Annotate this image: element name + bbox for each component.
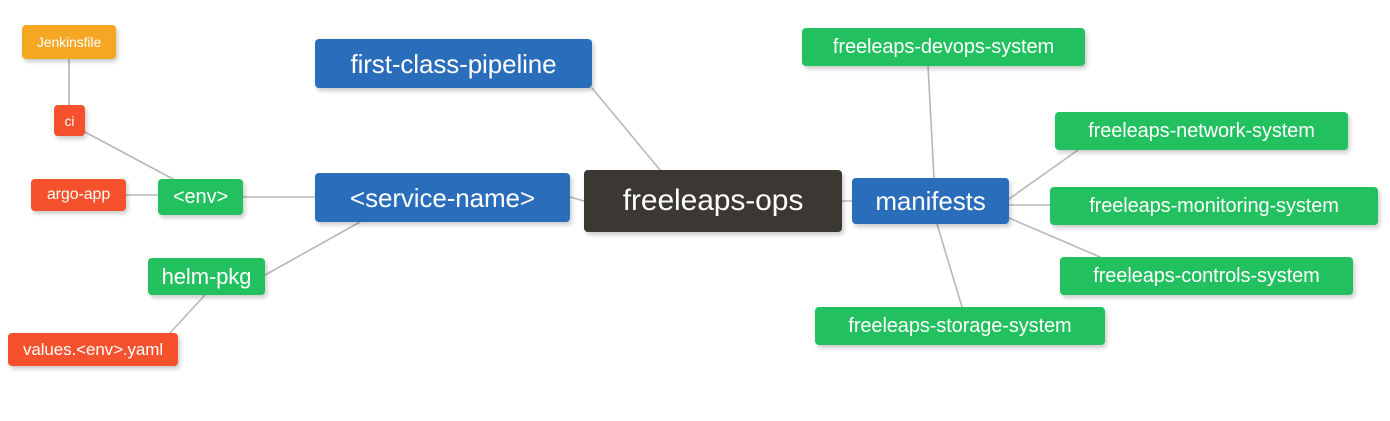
node-label-service-name: <service-name> (349, 182, 536, 213)
node-ci[interactable]: ci (54, 105, 85, 136)
node-label-freeleaps-monitoring-system: freeleaps-monitoring-system (1089, 195, 1339, 217)
node-freeleaps-network-system[interactable]: freeleaps-network-system (1055, 112, 1348, 150)
node-label-jenkinsfile: Jenkinsfile (36, 34, 102, 50)
node-helm-pkg[interactable]: helm-pkg (148, 258, 265, 295)
edge-env-to-ci (84, 131, 174, 180)
node-label-freeleaps-storage-system: freeleaps-storage-system (848, 315, 1072, 337)
edge-freeleaps-ops-to-first-class-pipeline (591, 87, 661, 171)
node-freeleaps-storage-system[interactable]: freeleaps-storage-system (815, 307, 1105, 345)
node-label-ci: ci (64, 112, 75, 129)
node-label-freeleaps-ops: freeleaps-ops (622, 184, 804, 217)
edge-freeleaps-ops-to-service-name (569, 196, 585, 202)
node-first-class-pipeline[interactable]: first-class-pipeline (315, 39, 592, 88)
node-label-first-class-pipeline: first-class-pipeline (350, 48, 557, 79)
node-label-env: <env> (172, 186, 229, 208)
node-manifests[interactable]: manifests (852, 178, 1009, 224)
node-values-env-yaml[interactable]: values.<env>.yaml (8, 333, 178, 366)
node-jenkinsfile[interactable]: Jenkinsfile (22, 25, 116, 59)
node-label-manifests: manifests (875, 186, 986, 216)
node-label-freeleaps-controls-system: freeleaps-controls-system (1093, 265, 1320, 287)
edge-helm-pkg-to-values-env-yaml (169, 294, 206, 334)
node-label-values-env-yaml: values.<env>.yaml (22, 340, 164, 359)
node-freeleaps-controls-system[interactable]: freeleaps-controls-system (1060, 257, 1353, 295)
node-freeleaps-ops[interactable]: freeleaps-ops (584, 170, 842, 232)
edge-manifests-to-freeleaps-devops-system (927, 65, 935, 179)
node-label-argo-app: argo-app (46, 186, 111, 203)
node-label-freeleaps-network-system: freeleaps-network-system (1088, 120, 1315, 142)
node-argo-app[interactable]: argo-app (31, 179, 126, 211)
node-freeleaps-devops-system[interactable]: freeleaps-devops-system (802, 28, 1085, 66)
node-freeleaps-monitoring-system[interactable]: freeleaps-monitoring-system (1050, 187, 1378, 225)
node-label-freeleaps-devops-system: freeleaps-devops-system (832, 36, 1055, 58)
node-label-helm-pkg: helm-pkg (161, 263, 252, 289)
edge-service-name-to-helm-pkg (264, 221, 361, 276)
edge-manifests-to-freeleaps-storage-system (936, 223, 963, 308)
node-service-name[interactable]: <service-name> (315, 173, 570, 222)
node-env[interactable]: <env> (158, 179, 243, 215)
